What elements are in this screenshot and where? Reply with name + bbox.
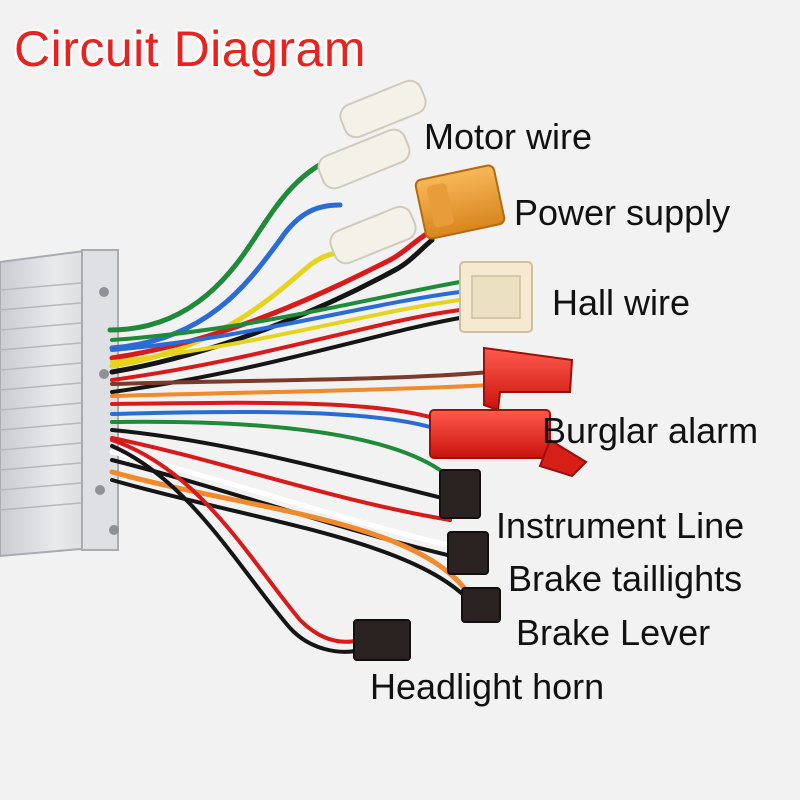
hall-wire-connector [459,261,533,333]
label-burglar-alarm: Burglar alarm [542,410,759,451]
power-supply-connector [414,164,506,240]
diagram-title: Circuit Diagram [14,21,367,77]
screw [109,525,119,535]
motor-wire-terminals [317,79,427,265]
screw [99,369,109,379]
label-power-supply: Power supply [514,192,731,233]
controller-housing [0,248,119,558]
wire-bundle [107,152,492,654]
signal-connectors [353,469,501,661]
label-hall-wire: Hall wire [552,282,691,323]
burglar-alarm-connectors [429,346,588,478]
screw [99,287,109,297]
label-motor-wire: Motor wire [424,116,593,157]
label-brake-taillights: Brake taillights [508,558,743,599]
screw [95,485,105,495]
label-instrument-line: Instrument Line [496,505,745,546]
label-headlight-horn: Headlight horn [370,666,605,707]
label-brake-lever: Brake Lever [516,612,711,653]
